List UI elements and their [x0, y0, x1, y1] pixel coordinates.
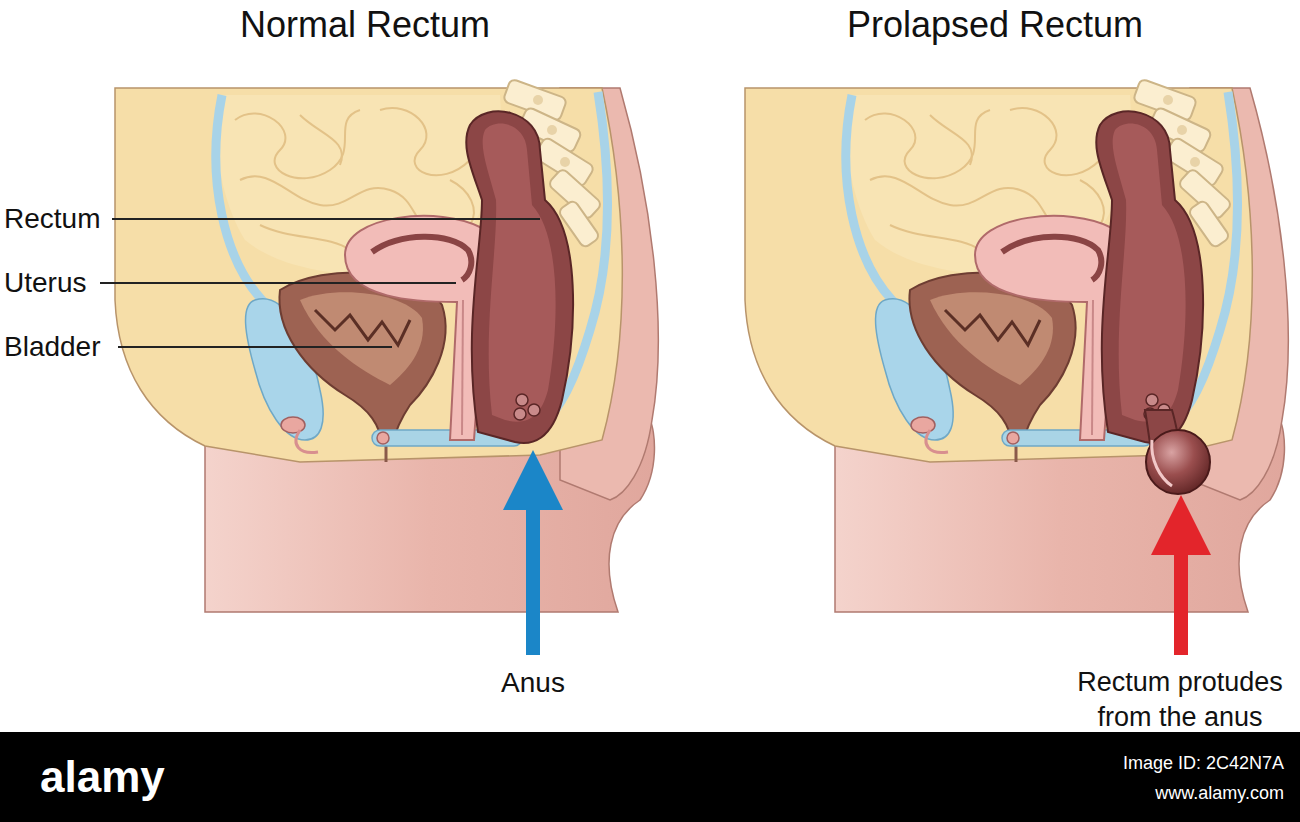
arrow-label: Rectum protudes from the anus	[1065, 665, 1295, 735]
anus-arrow	[503, 450, 563, 655]
normal-anatomy	[115, 78, 658, 612]
arrow-label: Anus	[501, 665, 565, 701]
part-label: Rectum	[4, 201, 100, 237]
leader-lines	[100, 219, 540, 347]
watermark-url: www.alamy.com	[1155, 782, 1284, 805]
part-label: Bladder	[4, 329, 101, 365]
footer-bar	[0, 732, 1300, 822]
prolapse-bulge	[1145, 410, 1210, 494]
panel-title: Normal Rectum	[240, 2, 490, 49]
image-id: Image ID: 2C42N7A	[1123, 752, 1284, 775]
prolapsed-anatomy	[745, 78, 1288, 612]
watermark-logo: alamy	[40, 748, 165, 805]
prolapse-arrow	[1151, 495, 1211, 655]
panel-title: Prolapsed Rectum	[847, 2, 1143, 49]
part-label: Uterus	[4, 265, 86, 301]
